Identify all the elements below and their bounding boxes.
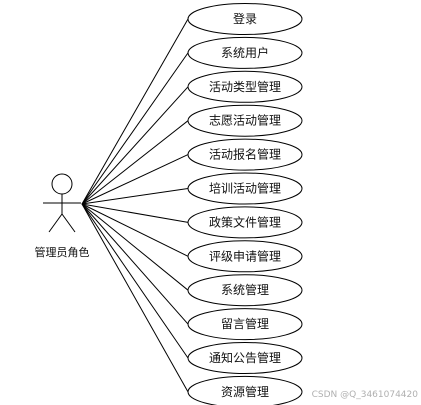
use-case-list: 登录系统用户活动类型管理志愿活动管理活动报名管理培训活动管理政策文件管理评级申请…: [187, 3, 303, 405]
use-case-ellipse: [187, 206, 303, 239]
actor-left-leg: [48, 213, 63, 233]
use-case: 资源管理: [187, 375, 303, 405]
use-case-label: 培训活动管理: [209, 181, 281, 196]
use-case-ellipse: [187, 308, 303, 341]
use-case: 活动报名管理: [187, 138, 303, 171]
association-line: [81, 18, 189, 205]
association-line: [81, 86, 189, 205]
use-case-ellipse: [187, 70, 303, 103]
use-case: 活动类型管理: [187, 70, 303, 103]
use-case: 系统用户: [187, 36, 303, 69]
actor-label: 管理员角色: [35, 245, 90, 259]
use-case-label: 政策文件管理: [209, 214, 281, 229]
association-line: [81, 203, 189, 325]
use-case: 登录: [187, 3, 303, 35]
use-case-label: 评级申请管理: [209, 248, 281, 263]
use-case: 评级申请管理: [187, 240, 303, 273]
association-line: [81, 203, 189, 291]
use-case: 系统管理: [187, 274, 303, 307]
use-case-label: 资源管理: [221, 384, 269, 399]
association-line: [81, 203, 189, 223]
use-case-label: 志愿活动管理: [209, 113, 281, 128]
use-case-label: 留言管理: [221, 316, 269, 331]
actor-administrator: 管理员角色: [35, 173, 90, 259]
use-case-ellipse: [187, 172, 303, 205]
use-case-ellipse: [187, 342, 303, 374]
use-case: 志愿活动管理: [187, 104, 303, 137]
association-line: [81, 188, 189, 205]
watermark: CSDN @Q_3461074420: [312, 390, 419, 400]
association-line: [81, 52, 189, 205]
association-line: [81, 203, 189, 393]
use-case-label: 通知公告管理: [209, 350, 281, 365]
use-case-ellipse: [187, 375, 303, 405]
use-case-label: 系统用户: [221, 45, 269, 60]
association-line: [81, 203, 189, 359]
actor-right-leg: [61, 213, 76, 233]
use-case: 政策文件管理: [187, 206, 303, 239]
association-line: [81, 203, 189, 257]
use-case-ellipse: [187, 274, 303, 307]
use-case-ellipse: [187, 240, 303, 273]
use-case: 培训活动管理: [187, 172, 303, 205]
use-case-ellipse: [187, 138, 303, 171]
use-case-ellipse: [187, 36, 303, 69]
use-case: 留言管理: [187, 308, 303, 341]
association-line: [81, 120, 189, 205]
use-case-label: 系统管理: [221, 282, 269, 297]
use-case-label: 活动报名管理: [209, 147, 281, 162]
actor-head: [51, 173, 73, 195]
use-case-ellipse: [187, 3, 303, 35]
use-case-label: 活动类型管理: [209, 79, 281, 94]
association-lines: [81, 18, 189, 393]
use-case-label: 登录: [233, 11, 257, 26]
association-line: [81, 154, 189, 205]
use-case-ellipse: [187, 104, 303, 137]
use-case: 通知公告管理: [187, 342, 303, 374]
